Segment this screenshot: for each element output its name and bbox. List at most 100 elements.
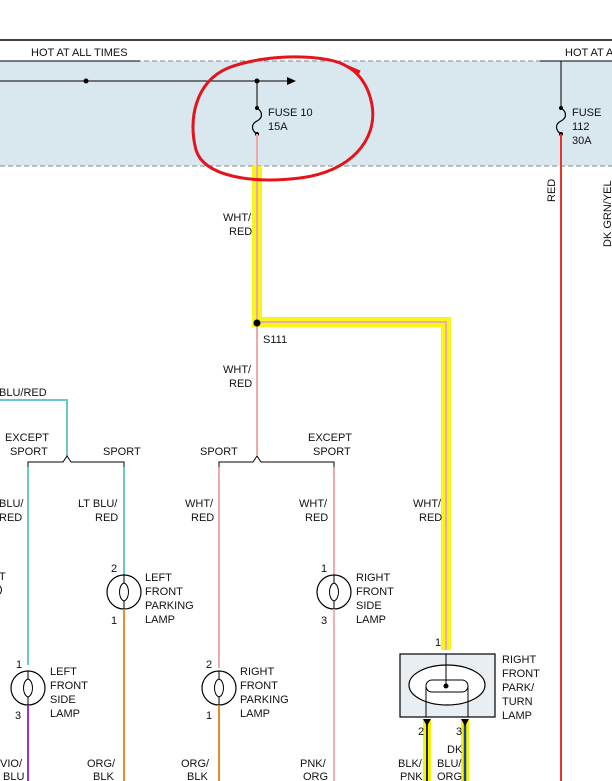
wht-red-sport-label-b: RED xyxy=(191,512,214,524)
org-blk-right-label-a: ORG/ xyxy=(181,758,210,770)
vio-blu-label-a: VIO/ xyxy=(0,758,23,770)
branch-mid-except-b: SPORT xyxy=(313,446,351,458)
rfpt-pin-1: 1 xyxy=(435,637,441,649)
rfpt-arrow-3-icon xyxy=(461,719,469,726)
rfpt-label-4: TURN xyxy=(502,696,533,708)
rfp-pin-1: 1 xyxy=(206,710,212,722)
org-blk-left-label-b: BLK xyxy=(93,771,114,781)
wht-red-turn-label-b: RED xyxy=(419,512,442,524)
dk-grn-yel-wire-label: DK GRN/YEL xyxy=(602,180,612,247)
branch-left-except-a: EXCEPT xyxy=(5,432,49,444)
rfs-label-4: LAMP xyxy=(356,614,386,626)
fuse112-number: 112 xyxy=(572,121,590,133)
lfp-label-4: LAMP xyxy=(145,614,175,626)
branch-mid-sport: SPORT xyxy=(200,446,238,458)
rfs-filament xyxy=(329,575,339,609)
branch-left-sport: SPORT xyxy=(103,446,141,458)
rfp-label-2: FRONT xyxy=(240,680,278,692)
rfpt-node xyxy=(443,683,449,689)
wht-red-label-1a: WHT/ xyxy=(223,212,252,224)
lfs-filament xyxy=(23,671,33,705)
wht-red-except-label-a: WHT/ xyxy=(299,498,328,510)
pnk-org-label-a: PNK/ xyxy=(300,758,327,770)
blk-pnk-label-b: PNK xyxy=(400,771,423,781)
rfpt-label-5: LAMP xyxy=(502,710,532,722)
rfpt-label-1: RIGHT xyxy=(502,654,537,666)
lfs-label-1: LEFT xyxy=(50,666,77,678)
rfp-label-3: PARKING xyxy=(240,694,289,706)
fuse10-node-top xyxy=(255,106,259,110)
lfs-label-4: LAMP xyxy=(50,708,80,720)
blk-pnk-label-a: BLK/ xyxy=(398,758,423,770)
lfp-pin-1: 1 xyxy=(111,615,117,627)
rfpt-pin-2: 2 xyxy=(418,726,424,738)
fuse112-node-top xyxy=(559,106,563,110)
wht-red-sport-label-a: WHT/ xyxy=(185,498,214,510)
lt-blu-red-label-b: RED xyxy=(95,512,118,524)
rfpt-arrow-2-icon xyxy=(423,719,431,726)
blu-red-wire-top xyxy=(0,399,68,456)
wht-red-except-label-b: RED xyxy=(305,512,328,524)
branch-left-except-b: SPORT xyxy=(10,446,48,458)
hot-at-all-times-right: HOT AT ALL xyxy=(565,47,612,59)
highlight-path xyxy=(252,166,451,650)
dk-blu-org-label-a: DK xyxy=(447,744,463,756)
rfs-pin-1: 1 xyxy=(321,563,327,575)
fuse112-label: FUSE xyxy=(572,107,601,119)
lfs-pin-1: 1 xyxy=(16,659,22,671)
splice-label: S111 xyxy=(263,334,287,346)
fuse10-label: FUSE 10 xyxy=(268,107,313,119)
fuse10-symbol-icon xyxy=(251,107,263,135)
branch-left-split-icon xyxy=(27,455,125,467)
rfpt-label-2: FRONT xyxy=(502,668,540,680)
dk-blu-org-label-b: BLU/ xyxy=(437,758,462,770)
wht-red-turn-label-a: WHT/ xyxy=(413,498,442,510)
rfp-pin-2: 2 xyxy=(206,659,212,671)
branch-mid-except-a: EXCEPT xyxy=(308,432,352,444)
bus-node-left xyxy=(83,78,89,84)
branch-mid-split-icon xyxy=(218,455,335,467)
blu-red-label-a: BLU/ xyxy=(0,498,24,510)
fuse112-rating: 30A xyxy=(572,135,592,147)
rfs-label-2: FRONT xyxy=(356,586,394,598)
rfp-label-4: LAMP xyxy=(240,708,270,720)
vio-blu-label-b: BLU xyxy=(3,771,24,781)
lfp-pin-2: 2 xyxy=(111,563,117,575)
splice-node xyxy=(253,319,261,327)
fuse112-symbol-icon xyxy=(555,107,567,135)
annotation-circle xyxy=(191,55,375,182)
blu-red-top-label: BLU/RED xyxy=(0,387,47,399)
lfs-pin-3: 3 xyxy=(15,710,21,722)
bus-arrow-icon xyxy=(287,77,296,85)
blu-red-label-b: RED xyxy=(0,512,22,524)
rfpt-pin-3: 3 xyxy=(456,726,462,738)
wht-red-label-2b: RED xyxy=(229,378,252,390)
partial-lamp-arc xyxy=(0,585,2,595)
red-wire-label: RED xyxy=(546,179,558,202)
org-blk-right-label-b: BLK xyxy=(187,771,208,781)
wht-red-label-1b: RED xyxy=(229,226,252,238)
dk-blu-org-label-c: ORG xyxy=(437,771,462,781)
hot-at-all-times-left: HOT AT ALL TIMES xyxy=(31,47,128,59)
rfp-filament xyxy=(214,671,224,705)
rfs-pin-3: 3 xyxy=(321,615,327,627)
rfpt-label-3: PARK/ xyxy=(502,682,535,694)
org-blk-left-label-a: ORG/ xyxy=(87,758,116,770)
rfp-label-1: RIGHT xyxy=(240,666,275,678)
pnk-org-label-b: ORG xyxy=(303,771,328,781)
partial-lamp-label: T xyxy=(0,571,6,583)
fuse-box-region xyxy=(0,61,612,166)
lfs-label-3: SIDE xyxy=(50,694,76,706)
lfp-label-2: FRONT xyxy=(145,586,183,598)
rfs-label-3: SIDE xyxy=(356,600,382,612)
lfp-filament xyxy=(119,575,129,609)
lfs-label-2: FRONT xyxy=(50,680,88,692)
lfp-label-1: LEFT xyxy=(145,572,172,584)
wht-red-wire-turn xyxy=(257,321,447,650)
wht-red-label-2a: WHT/ xyxy=(223,364,252,376)
lfp-label-3: PARKING xyxy=(145,600,194,612)
fuse10-rating: 15A xyxy=(268,121,288,133)
lt-blu-red-label-a: LT BLU/ xyxy=(78,498,118,510)
rfs-label-1: RIGHT xyxy=(356,572,391,584)
